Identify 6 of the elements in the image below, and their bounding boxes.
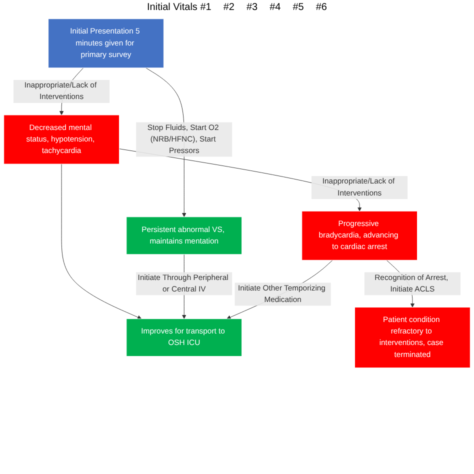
note-label: #5 — [292, 2, 304, 13]
note-label: #6 — [316, 2, 327, 13]
note-label: #2 — [223, 2, 234, 13]
note-label: #4 — [270, 2, 281, 13]
note-label: Initial Vitals #1 — [147, 2, 212, 13]
note-label: #3 — [246, 2, 258, 13]
